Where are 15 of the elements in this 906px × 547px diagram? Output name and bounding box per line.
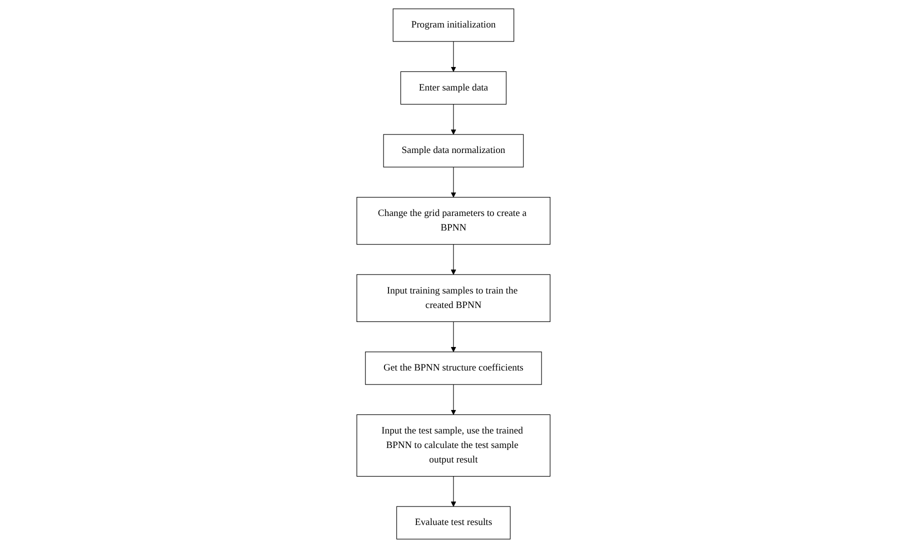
arrow bbox=[450, 166, 456, 198]
node-box: Input training samples to train the created BPNN bbox=[356, 274, 550, 322]
node-box: Get the BPNN structure coefficients bbox=[364, 351, 542, 384]
node-box: Sample data normalization bbox=[382, 134, 524, 167]
arrow bbox=[450, 320, 456, 352]
node-box: Enter sample data bbox=[400, 70, 506, 104]
node-box: Change the grid parameters to create a BPNN bbox=[356, 196, 550, 244]
arrow bbox=[450, 103, 456, 134]
arrow bbox=[450, 244, 456, 274]
node-box: Input the test sample, use the trained BPNN to calculate the test sample output result bbox=[356, 414, 550, 476]
arrow bbox=[450, 40, 456, 72]
node-box: Program initialization bbox=[392, 8, 514, 42]
arrow bbox=[450, 384, 456, 414]
node-box: Evaluate test results bbox=[396, 506, 510, 539]
arrow bbox=[450, 476, 456, 506]
